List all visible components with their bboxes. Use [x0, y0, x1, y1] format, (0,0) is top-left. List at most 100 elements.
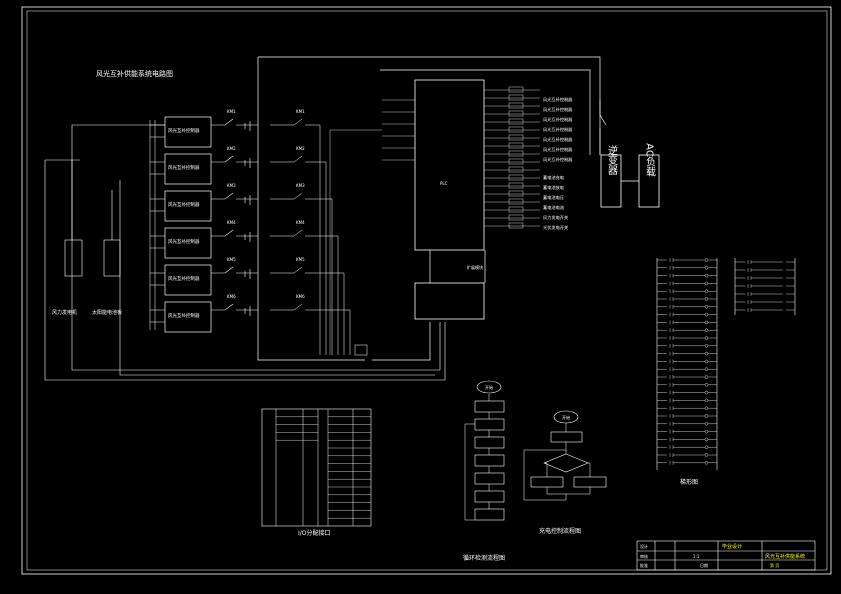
relay-coil	[508, 102, 524, 109]
controller-input	[150, 309, 165, 323]
flow-title: 循环检测流程图	[463, 554, 505, 562]
charge-decision	[543, 453, 589, 473]
io-table	[261, 408, 372, 527]
charge-branch-a	[530, 476, 564, 488]
ladder2-rung	[735, 276, 795, 280]
charge-title: 充电控制流程图	[539, 527, 581, 535]
ladder-rung	[657, 304, 717, 309]
battery-symbol	[244, 158, 251, 168]
ladder-rung	[657, 429, 717, 434]
output-note: 蓄电池电压	[543, 194, 564, 201]
ladder2-rung	[735, 300, 795, 304]
ladder-rung	[657, 258, 717, 262]
battery-symbol	[244, 269, 251, 279]
inner-border	[26, 10, 828, 571]
km-label: KM2	[227, 146, 236, 151]
ladder-rung	[657, 406, 717, 411]
tb-r3c1: 批准	[640, 562, 648, 568]
output-note: 光伏发电开关	[543, 224, 568, 231]
ladder-coil	[704, 351, 709, 356]
ladder2-rung	[735, 268, 795, 272]
ladder-coil	[704, 336, 709, 340]
ladder-rung	[657, 390, 717, 395]
ladder2-rung	[735, 308, 795, 312]
controller-input	[150, 198, 165, 212]
ladder-rung	[657, 421, 717, 426]
relay-coil	[508, 190, 524, 197]
flow-loop	[464, 423, 475, 521]
main-title: 风光互补供能系统电路图	[96, 69, 173, 78]
km-contact	[211, 118, 258, 126]
controller-label: 风光互补控制器	[168, 201, 200, 208]
output-note: 风光互补控制器	[543, 96, 573, 103]
km-contact	[211, 155, 258, 163]
flow-step	[474, 490, 505, 503]
km-contact	[211, 229, 258, 237]
controller-bus	[149, 120, 156, 330]
solar-panel-label: 太阳能电池板	[92, 309, 122, 316]
controller-input	[150, 124, 165, 138]
plc-pins	[329, 86, 540, 356]
relay-coil	[508, 86, 524, 93]
ladder-coil	[704, 422, 709, 426]
km-label: KM3	[296, 183, 305, 188]
ladder-coil	[704, 273, 709, 278]
ladder-rung	[657, 367, 717, 372]
relay-coil	[508, 206, 524, 213]
generator-area	[44, 124, 446, 381]
tb-r1c1: 设计	[640, 543, 648, 549]
relay-coil	[508, 222, 524, 229]
ladder-coil	[704, 266, 709, 270]
ladder-rung	[657, 445, 717, 450]
ac-load-label: AC负载	[644, 143, 656, 177]
output-note: 风光互补控制器	[543, 146, 573, 153]
controller-label: 风光互补控制器	[168, 312, 200, 319]
relay-coil	[508, 110, 524, 117]
battery-symbol	[244, 195, 251, 205]
charge-flowchart: 开始	[523, 410, 607, 501]
cycle-flowchart: 开始	[464, 380, 505, 521]
ladder-rung	[657, 398, 717, 403]
output-note: 风光互补控制器	[543, 116, 573, 123]
ladder-coil	[704, 367, 709, 371]
km-line	[270, 303, 351, 355]
controller-label: 风光互补控制器	[168, 275, 200, 282]
km-line	[270, 155, 327, 355]
km-label: KM5	[227, 257, 236, 262]
relay-coil	[508, 150, 524, 157]
output-note: 蓄电池电流	[543, 204, 565, 211]
ladder-coil	[704, 328, 709, 332]
flow-step	[474, 454, 505, 467]
ladder-rung	[657, 453, 717, 457]
controller-column: 风光互补控制器风光互补控制器风光互补控制器风光互补控制器风光互补控制器风光互补控…	[149, 116, 212, 333]
ladder-coil	[704, 398, 709, 403]
controller-label: 风光互补控制器	[168, 164, 200, 171]
tb-r2c1: 审核	[640, 553, 648, 559]
km-label: KM2	[296, 146, 305, 151]
flow-step	[474, 508, 505, 521]
ladder-rung	[657, 343, 717, 348]
battery-symbol	[244, 232, 251, 242]
charge-connectors	[523, 423, 591, 501]
ladder-rung	[657, 382, 717, 387]
ladder-coil	[704, 297, 709, 301]
flow-step	[474, 400, 505, 413]
controller-box	[164, 153, 212, 185]
ladder-rung	[657, 328, 717, 333]
ladder-diagram	[656, 258, 796, 470]
plc-block	[414, 79, 485, 251]
relay-coil	[508, 126, 524, 133]
output-note: 风光互补控制器	[543, 156, 573, 163]
ladder-coil	[704, 429, 709, 434]
tb-r2c3: 风光互补供能系统	[765, 553, 805, 560]
ladder-rung	[657, 297, 717, 301]
ladder-coil	[704, 437, 709, 442]
inverter-label: 逆变器	[606, 144, 618, 176]
ladder-rung	[657, 359, 717, 364]
ladder-rung	[657, 281, 717, 286]
km-label: KM1	[227, 109, 236, 114]
tb-r3c3: 第 页	[770, 562, 779, 568]
controller-box	[164, 301, 212, 333]
system-frame	[257, 56, 601, 361]
